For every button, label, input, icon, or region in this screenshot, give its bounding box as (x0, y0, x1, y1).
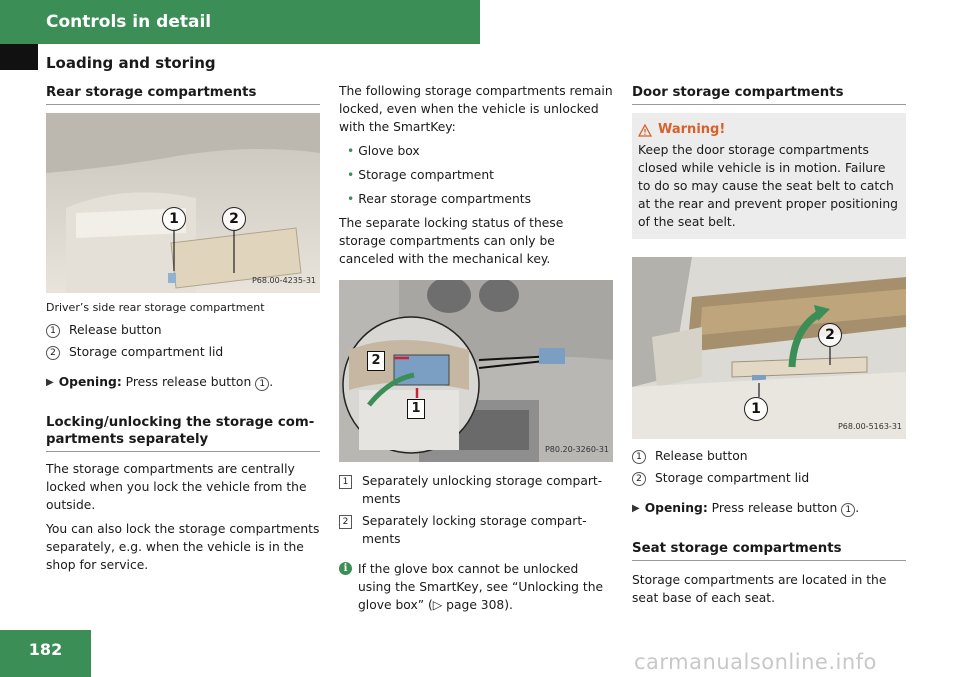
heading-rear-storage: Rear storage compartments (46, 84, 320, 105)
heading-door-storage: Door storage compartments (632, 84, 906, 105)
photo-caption: Driver’s side rear storage compartment (46, 301, 265, 314)
heading-seat-storage: Seat storage compartments (632, 540, 906, 561)
photo-code: P68.00-4235-31 (251, 276, 316, 285)
list-item: •Storage compartment (347, 168, 494, 182)
warning-title: Warning! (658, 122, 726, 137)
photo-code: P80.20-3260-31 (544, 445, 609, 454)
paragraph: The storage compartments are centrally l… (46, 462, 307, 512)
page-number: 182 (28, 640, 63, 659)
watermark: carmanualsonline.info (634, 650, 877, 674)
rear-storage-photo: 1 2 P68.00-4235-31 (46, 113, 320, 293)
callout-1: 1 (407, 399, 425, 419)
callout-2: 2 (222, 207, 246, 231)
paragraph: The separate locking status of these sto… (339, 216, 564, 266)
chapter-title: Controls in detail (46, 12, 212, 32)
arrow-right-icon: ▶ (46, 377, 54, 388)
info-note: i If the glove box cannot be unlocked us… (339, 560, 613, 614)
section-tab (0, 44, 38, 70)
column-2: The following storage compartments remai… (339, 82, 613, 618)
callout-1: 1 (744, 397, 768, 421)
list-item: 1 Separately unlocking storage compart-m… (339, 472, 613, 508)
heading-locking: Locking/unlocking the storage com-partme… (46, 414, 320, 452)
column-3: Door storage compartments Warning! Keep … (632, 84, 906, 613)
paragraph: You can also lock the storage compartmen… (46, 522, 320, 572)
opening-instruction: ▶ Opening: Press release button 1. (46, 373, 320, 392)
callout-1: 1 (162, 207, 186, 231)
opening-instruction: ▶ Opening: Press release button 1. (632, 499, 906, 518)
arrow-right-icon: ▶ (632, 503, 640, 514)
photo-code: P68.00-5163-31 (837, 422, 902, 431)
list-item: •Glove box (347, 144, 420, 158)
column-1: Rear storage compartments 1 2 P68.00-423… (46, 84, 320, 580)
callout-2: 2 (367, 351, 385, 371)
list-item: 1 Release button (46, 321, 320, 339)
list-item: •Rear storage compartments (347, 192, 531, 206)
list-item: 2 Storage compartment lid (46, 343, 320, 361)
header-bar (0, 0, 480, 44)
page-number-box (0, 630, 91, 677)
list-item: 1 Release button (632, 447, 906, 465)
door-storage-photo: 1 2 P68.00-5163-31 (632, 257, 906, 439)
info-icon: i (339, 562, 352, 575)
list-item: 2 Separately locking storage compart-men… (339, 512, 613, 548)
warning-box: Warning! Keep the door storage compartme… (632, 113, 906, 239)
glovebox-photo: 2 1 P80.20-3260-31 (339, 280, 613, 462)
warning-icon (638, 123, 652, 137)
list-item: 2 Storage compartment lid (632, 469, 906, 487)
warning-text: Keep the door storage compartments close… (638, 143, 898, 229)
paragraph: Storage compartments are located in the … (632, 573, 887, 605)
paragraph: The following storage compartments remai… (339, 84, 613, 134)
section-title: Loading and storing (46, 54, 216, 72)
callout-2: 2 (818, 323, 842, 347)
